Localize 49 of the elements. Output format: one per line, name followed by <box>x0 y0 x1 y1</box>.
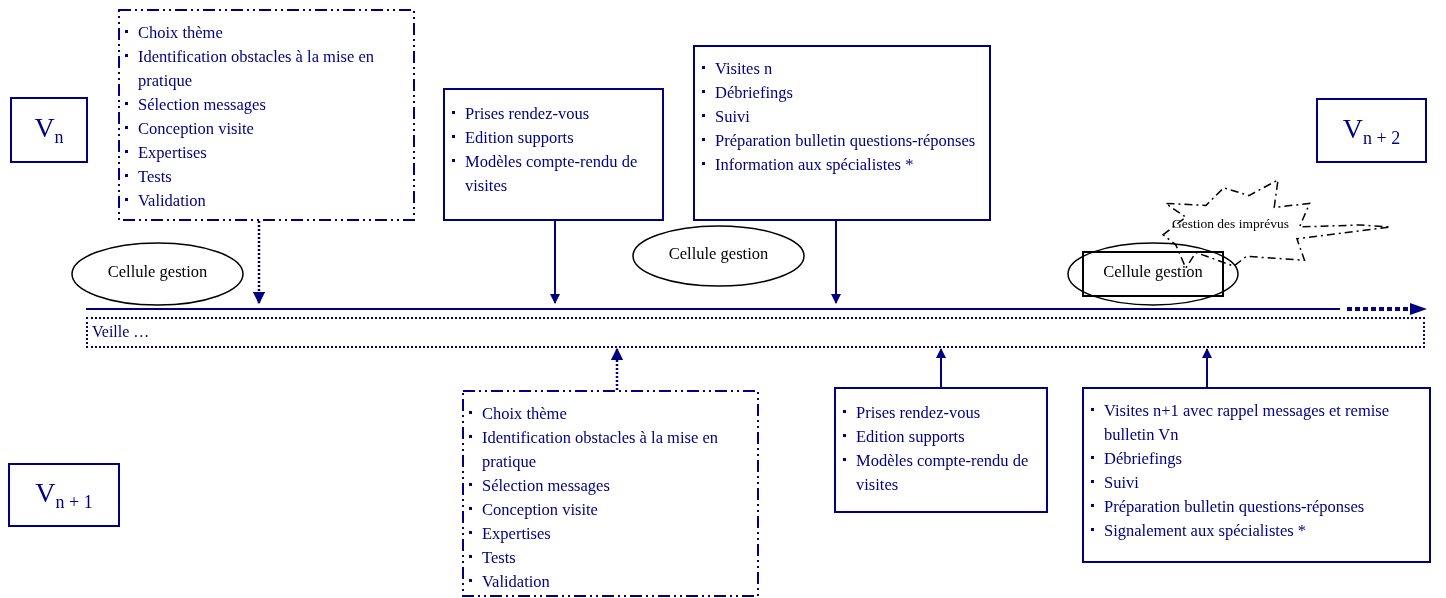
ellipse-label: Cellule gestion <box>668 244 769 264</box>
bullet-item: Visites n+1 avec rappel messages et remise bulletin Vn <box>1084 399 1421 447</box>
bullet-item: Modèles compte-rendu de visites <box>836 449 1038 497</box>
bullet-item: Tests <box>118 165 407 189</box>
bullet-item: Tests <box>462 546 751 570</box>
bullet-item: Validation <box>462 570 751 594</box>
bullet-item: Identification obstacles à la mise en pratique <box>118 45 407 93</box>
arrow <box>831 220 841 304</box>
version-box: V$_{n}$ <box>10 97 88 163</box>
bullet-item: Conception visite <box>118 117 407 141</box>
bullet-item: Préparation bulletin questions-réponses <box>1084 495 1421 519</box>
bullet-item: Visites n <box>695 57 981 81</box>
bullet-item: Choix thème <box>462 402 751 426</box>
bullet-item: Préparation bulletin questions-réponses <box>695 129 981 153</box>
task-box <box>834 387 1048 513</box>
bullet-item: Débriefings <box>695 81 981 105</box>
arrow <box>550 220 560 304</box>
bullet-item: Suivi <box>695 105 981 129</box>
bullet-item: Sélection messages <box>462 474 751 498</box>
bullet-item: Identification obstacles à la mise en pratique <box>462 426 751 474</box>
arrow <box>1202 348 1212 388</box>
bullet-item: Expertises <box>118 141 407 165</box>
bullet-item: Choix thème <box>118 21 407 45</box>
task-box <box>1082 387 1431 563</box>
version-box: V$_{n + 2}$ <box>1316 98 1427 163</box>
arrow <box>610 347 624 390</box>
arrow <box>252 221 266 305</box>
ellipse-label: Cellule gestion <box>107 262 208 282</box>
bullet-item: Débriefings <box>1084 447 1421 471</box>
dotted-band <box>86 317 1425 348</box>
bullet-item: Edition supports <box>836 425 1038 449</box>
bullet-item: Conception visite <box>462 498 751 522</box>
ellipse-label: Cellule gestion <box>1103 262 1203 282</box>
version-box: V$_{n + 1}$ <box>8 463 120 527</box>
arrow <box>936 348 946 388</box>
task-box <box>443 88 664 221</box>
bullet-item: Validation <box>118 189 407 213</box>
bullet-item: Edition supports <box>445 126 654 150</box>
bullet-item: Sélection messages <box>118 93 407 117</box>
cloud-label: Gestion des imprévus <box>1172 216 1289 232</box>
bullet-item: Prises rendez-vous <box>836 401 1038 425</box>
bullet-item: Signalement aux spécialistes * <box>1084 519 1421 543</box>
bullet-item: Information aux spécialistes * <box>695 153 981 177</box>
bullet-item: Prises rendez-vous <box>445 102 654 126</box>
bullet-item: Suivi <box>1084 471 1421 495</box>
task-box <box>693 45 991 221</box>
band-label: Veille … <box>92 323 150 341</box>
bullet-item: Modèles compte-rendu de visites <box>445 150 654 198</box>
bullet-item: Expertises <box>462 522 751 546</box>
